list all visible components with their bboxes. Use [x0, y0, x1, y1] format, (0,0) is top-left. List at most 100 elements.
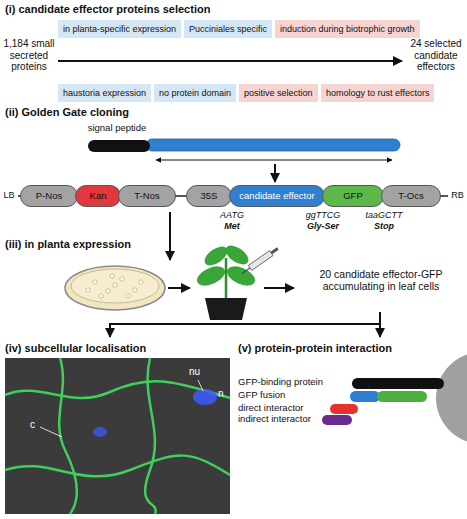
direct-interactor — [330, 404, 358, 414]
codon-sequence: ggTTCG — [296, 210, 350, 220]
node-label: P-Nos — [21, 186, 77, 206]
node-label: candidate effector — [230, 186, 324, 206]
signal-peptide-bar — [88, 140, 150, 152]
filter-criterion-box: in planta-specific expression — [58, 20, 181, 38]
drawing-element — [110, 274, 114, 278]
drawing-element — [145, 358, 156, 514]
bacterial-colonies — [86, 274, 143, 298]
construct-part: Kan — [75, 185, 121, 207]
node-label: GFP — [323, 186, 383, 206]
indirect-interactor — [322, 415, 352, 425]
node-label: T-Ocs — [382, 186, 440, 206]
construct-part: T-Nos — [118, 185, 176, 207]
affinity-bead — [436, 352, 467, 444]
drawing-element — [5, 456, 230, 477]
signal-peptide: signal peptide — [84, 122, 150, 152]
filter-criterion-box: induction during biotrophic growth — [275, 20, 420, 38]
plant-stem — [225, 258, 228, 298]
nucleus — [193, 389, 217, 405]
callout-label: GFP fusion — [238, 390, 346, 401]
plant-leaf — [194, 262, 228, 289]
drawing-element — [139, 280, 143, 284]
construct-part: T-Ocs — [381, 185, 441, 207]
syringe-plunger — [270, 247, 278, 254]
transformation-arrow — [169, 212, 171, 260]
section-heading: (iii) in planta expression — [5, 238, 165, 251]
section-heading: (i) candidate effector proteins selectio… — [5, 3, 325, 16]
plant-leaf — [222, 242, 251, 268]
micrograph-label: n — [218, 388, 228, 400]
codon-sequence: taaGCTT — [357, 210, 411, 220]
filter-criterion-box: Pucciniales specific — [184, 20, 272, 38]
leader-line — [198, 380, 203, 391]
plant-illustration — [194, 242, 280, 320]
amino-acid: Gly-Ser — [296, 221, 350, 231]
syringe — [240, 246, 279, 276]
output-count: 24 selected candidate effectors — [406, 38, 466, 73]
construct-part: candidate effector — [229, 185, 325, 207]
cell-outlines — [5, 358, 230, 514]
node-label: 35S — [187, 186, 231, 206]
syringe-barrel — [248, 251, 273, 271]
border-label: RB — [448, 190, 467, 200]
filter-criterion-box: homology to rust effectors — [321, 84, 434, 102]
node-label: homology to rust effectors — [326, 84, 429, 102]
section-heading: (iv) subcellular localisation — [5, 342, 230, 355]
micrograph-label: c — [30, 419, 42, 431]
drawing-element — [126, 294, 130, 298]
drawing-element — [93, 280, 97, 284]
micrograph-label: nu — [189, 366, 205, 378]
leader-line — [40, 427, 62, 437]
drawing-element — [106, 289, 110, 293]
construct-part: P-Nos — [20, 185, 78, 207]
node-label: signal peptide — [84, 122, 150, 133]
gfp-binding-protein — [352, 378, 444, 389]
node-label: in planta-specific expression — [63, 20, 176, 38]
primer-arrows — [156, 159, 392, 160]
cloning-arrow — [274, 164, 276, 182]
codon-sequence: AATG — [207, 210, 257, 220]
selection-arrow — [58, 60, 402, 62]
drawing-element — [113, 283, 117, 287]
section-heading: (ii) Golden Gate cloning — [5, 106, 225, 119]
analysis-arrow — [110, 324, 380, 337]
syringe-needle — [242, 268, 250, 274]
infiltration-arrow — [168, 287, 190, 289]
node-label: induction during biotrophic growth — [280, 20, 415, 38]
callout-label: direct interactor — [238, 403, 328, 414]
node-label: haustoria expression — [63, 84, 146, 102]
node-label: Kan — [76, 186, 120, 206]
filter-criterion-box: positive selection — [239, 84, 318, 102]
petri-dish — [65, 266, 165, 310]
border-label: LB — [0, 190, 18, 200]
plant-leaf — [201, 243, 230, 269]
drawing-element — [120, 277, 124, 281]
construct-part: GFP — [322, 185, 384, 207]
input-count: 1,184 small secreted proteins — [2, 38, 56, 73]
drawing-element — [86, 288, 90, 292]
plant-pot — [205, 298, 247, 320]
filter-criterion-box: no protein domain — [154, 84, 236, 102]
filter-criterion-box: haustoria expression — [58, 84, 151, 102]
agar-plate — [71, 269, 159, 303]
expression-arrow — [264, 287, 294, 289]
callout-label: GFP-binding protein — [238, 377, 350, 388]
drawing-element — [99, 294, 103, 298]
nucleus — [93, 427, 107, 437]
node-label: Pucciniales specific — [189, 20, 267, 38]
confocal-micrograph — [5, 358, 230, 514]
drawing-element — [59, 358, 77, 514]
section-heading: (v) protein-protein interaction — [238, 342, 466, 355]
amino-acid: Stop — [357, 221, 411, 231]
node-label: positive selection — [244, 84, 313, 102]
result-count: 20 candidate effector-GFP accumulating i… — [298, 268, 464, 292]
node-label: no protein domain — [159, 84, 231, 102]
drawing-element — [133, 288, 137, 292]
gfp-part — [377, 391, 427, 402]
effector-part — [350, 391, 380, 402]
effector-sequence-bar — [146, 139, 400, 151]
node-label: T-Nos — [119, 186, 175, 206]
construct-part: 35S — [186, 185, 232, 207]
